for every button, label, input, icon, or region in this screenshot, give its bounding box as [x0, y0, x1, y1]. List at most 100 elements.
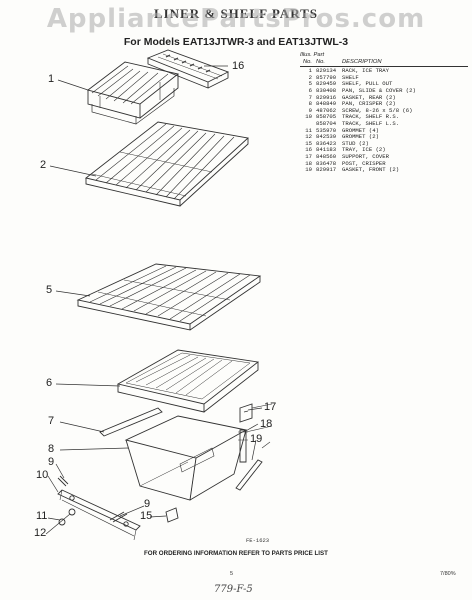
header-part-no: No. [316, 58, 326, 65]
row-part-no: 836478 [316, 159, 337, 167]
callout-16: 16 [232, 60, 245, 72]
row-description: RACK, ICE TRAY [342, 68, 389, 75]
callout-2: 2 [40, 159, 47, 171]
row-part-no: 848560 [316, 152, 337, 160]
row-description: GASKET, FRONT (2) [342, 167, 400, 174]
row-description: SHELF, PULL OUT [342, 81, 393, 88]
row-description: PAN, SLIDE & COVER (2) [342, 87, 416, 94]
row-description: SHELF [342, 74, 359, 81]
model-subtitle: For Models EAT13JTWR-3 and EAT13JTWL-3 [123, 36, 349, 48]
callout-10: 10 [36, 469, 49, 481]
callout-7: 7 [48, 415, 55, 427]
row-part-no: 848849 [316, 100, 337, 108]
ordering-info-footer: FOR ORDERING INFORMATION REFER TO PARTS … [144, 550, 328, 557]
parts-table-header: No. No. DESCRIPTION [300, 59, 468, 68]
row-description: GROMMET (2) [342, 134, 379, 141]
crisper-post-drawing [238, 425, 273, 463]
row-part-no: 858705 [316, 113, 337, 121]
callout-8: 8 [48, 443, 55, 455]
front-gasket-drawing [235, 441, 271, 491]
shelf-track-drawing [57, 489, 141, 541]
parts-table-row: 12 842539 GROMMET (2) [300, 134, 468, 141]
row-part-no: 858704 [316, 119, 337, 127]
row-illus-no: 2 [308, 73, 312, 81]
row-description: GROMMET (4) [342, 127, 379, 134]
date-code: 7/80% [440, 571, 456, 577]
ice-tray-rack-drawing [86, 61, 180, 125]
row-description: SCREW, 8-26 x 5/8 (6) [342, 107, 413, 114]
row-description: GASKET, REAR (2) [342, 94, 396, 101]
header-description: DESCRIPTION [342, 58, 382, 65]
drawing-ref-code: FE-1623 [246, 537, 270, 544]
row-illus-no: 8 [308, 100, 312, 108]
row-illus-no: 15 [305, 139, 312, 147]
row-illus-no: 11 [305, 126, 312, 134]
row-illus-no: 6 [308, 86, 312, 94]
row-illus-no: 10 [305, 113, 312, 121]
row-illus-no: 9 [308, 106, 312, 114]
row-part-no: 829916 [316, 93, 337, 101]
parts-table-row: 2 857790 SHELF [300, 73, 468, 82]
callout-9-lower: 9 [144, 498, 151, 510]
row-description: TRACK, SHELF L.S. [342, 120, 400, 127]
callout-6: 6 [46, 377, 53, 389]
row-illus-no: 17 [305, 152, 312, 160]
page-number: 5 [230, 571, 234, 577]
ice-tray-drawing [146, 49, 230, 89]
pull-out-shelf-drawing [76, 263, 262, 331]
shelf-drawing [84, 121, 249, 207]
callout-leaders [45, 65, 263, 535]
crisper-pan-drawing [124, 415, 248, 501]
parts-table-row: 11 535970 GROMMET (4) [300, 126, 468, 135]
callout-19: 19 [250, 433, 263, 445]
row-part-no: 829459 [316, 80, 337, 88]
row-description: TRAY, ICE (2) [342, 147, 386, 154]
callout-17: 17 [264, 401, 277, 413]
row-illus-no: 19 [305, 166, 312, 174]
row-part-no: 829134 [316, 67, 337, 75]
row-part-no: 829917 [316, 166, 337, 174]
stud-drawing [165, 507, 179, 523]
callout-15: 15 [140, 510, 153, 522]
callout-5: 5 [46, 284, 53, 296]
row-part-no: 841183 [316, 146, 337, 154]
row-part-no: 857790 [316, 73, 337, 81]
callout-12: 12 [34, 527, 47, 539]
row-description: TRACK, SHELF R.S. [342, 114, 400, 121]
callout-1: 1 [48, 73, 55, 85]
row-illus-no: 16 [305, 146, 312, 154]
row-description: SUPPORT, COVER [342, 153, 389, 160]
parts-table-row: 6 830408 PAN, SLIDE & COVER (2) [300, 86, 468, 95]
callout-11: 11 [36, 510, 48, 522]
row-part-no: 830408 [316, 86, 337, 94]
row-part-no: 535970 [316, 126, 337, 134]
header-illus-no: No. [302, 58, 312, 65]
parts-table-row: 19 829917 GASKET, FRONT (2) [300, 166, 468, 174]
screw-drawing [57, 475, 128, 523]
row-illus-no: 7 [308, 93, 312, 101]
row-description: POST, CRISPER [342, 160, 386, 167]
handwritten-note: 779-F-5 [214, 584, 253, 595]
callout-9-upper: 9 [48, 456, 55, 468]
page-title: LINER & SHELF PARTS [153, 6, 319, 21]
row-part-no: 487062 [316, 106, 337, 114]
parts-table-row: 9 487062 SCREW, 8-26 x 5/8 (6) [300, 106, 468, 115]
parts-table-header-top: Illus. Part [300, 52, 325, 58]
row-illus-no: 12 [305, 133, 312, 141]
parts-table-row: 16 841183 TRAY, ICE (2) [300, 147, 468, 154]
rear-gasket-drawing [99, 407, 163, 437]
parts-table-row: 7 829916 GASKET, REAR (2) [300, 93, 468, 102]
parts-table-row: 10 858705 TRACK, SHELF R.S. [300, 114, 468, 121]
row-description: STUD (2) [342, 140, 369, 147]
callout-18: 18 [260, 418, 273, 430]
row-part-no: 842539 [316, 133, 337, 141]
cover-support-drawing [239, 403, 273, 423]
parts-table-row: 858704 TRACK, SHELF L.S. [300, 119, 468, 128]
